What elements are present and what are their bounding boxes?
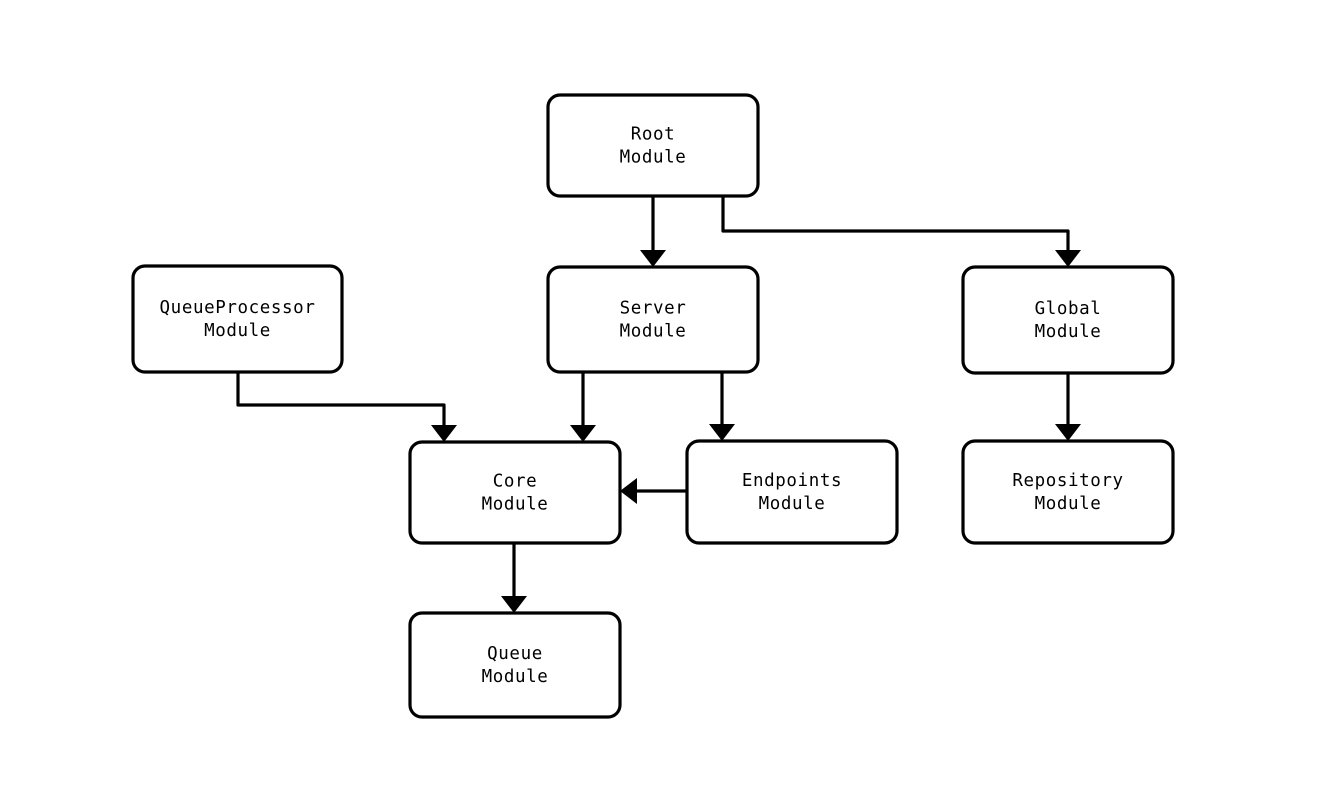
edge-root-to-global (721, 196, 1081, 267)
node-label-line1: Core (493, 472, 538, 492)
edge-endpoints-to-core (620, 478, 687, 504)
node-label-line2: Module (620, 148, 687, 168)
edge-server-to-core (570, 372, 596, 442)
node-box[interactable] (408, 611, 622, 719)
arrowhead (1055, 424, 1081, 441)
node-label-line1: Root (631, 125, 676, 145)
edge-line (236, 372, 446, 427)
arrowhead (431, 425, 457, 442)
node-label-line2: Module (1035, 322, 1102, 342)
edge-global-to-repository (1055, 373, 1081, 441)
node-label-line2: Module (1035, 494, 1102, 514)
node-label-line1: Server (620, 299, 687, 319)
edge-root-to-server (640, 196, 666, 267)
node-label-line2: Module (482, 667, 549, 687)
node-box[interactable] (546, 93, 760, 198)
node-box[interactable] (961, 439, 1175, 545)
arrowhead (501, 596, 527, 613)
node-label-line1: Endpoints (742, 471, 842, 491)
node-label-line2: Module (204, 321, 271, 341)
edge-core-to-queue (501, 543, 527, 613)
edge-line (721, 196, 1070, 252)
arrowhead (709, 424, 735, 441)
edge-server-to-endpoints (709, 372, 735, 441)
arrowhead (1055, 250, 1081, 267)
edge-queueprocessor-to-core (236, 372, 457, 442)
node-label-line1: Queue (487, 644, 543, 664)
arrowhead (640, 250, 666, 267)
node-label-line1: QueueProcessor (160, 298, 316, 318)
node-label-line2: Module (620, 322, 687, 342)
node-label-line1: Repository (1012, 471, 1123, 491)
node-layer: RootModuleQueueProcessorModuleServerModu… (131, 93, 1175, 719)
arrowhead (620, 478, 637, 504)
arrowhead (570, 425, 596, 442)
node-label-line2: Module (759, 494, 826, 514)
edge-layer (236, 196, 1081, 613)
node-box[interactable] (685, 439, 899, 545)
node-label-line1: Global (1035, 299, 1102, 319)
node-box[interactable] (546, 265, 760, 374)
node-box[interactable] (961, 265, 1175, 375)
node-box[interactable] (408, 440, 622, 545)
node-box[interactable] (131, 264, 344, 374)
node-label-line2: Module (482, 495, 549, 515)
